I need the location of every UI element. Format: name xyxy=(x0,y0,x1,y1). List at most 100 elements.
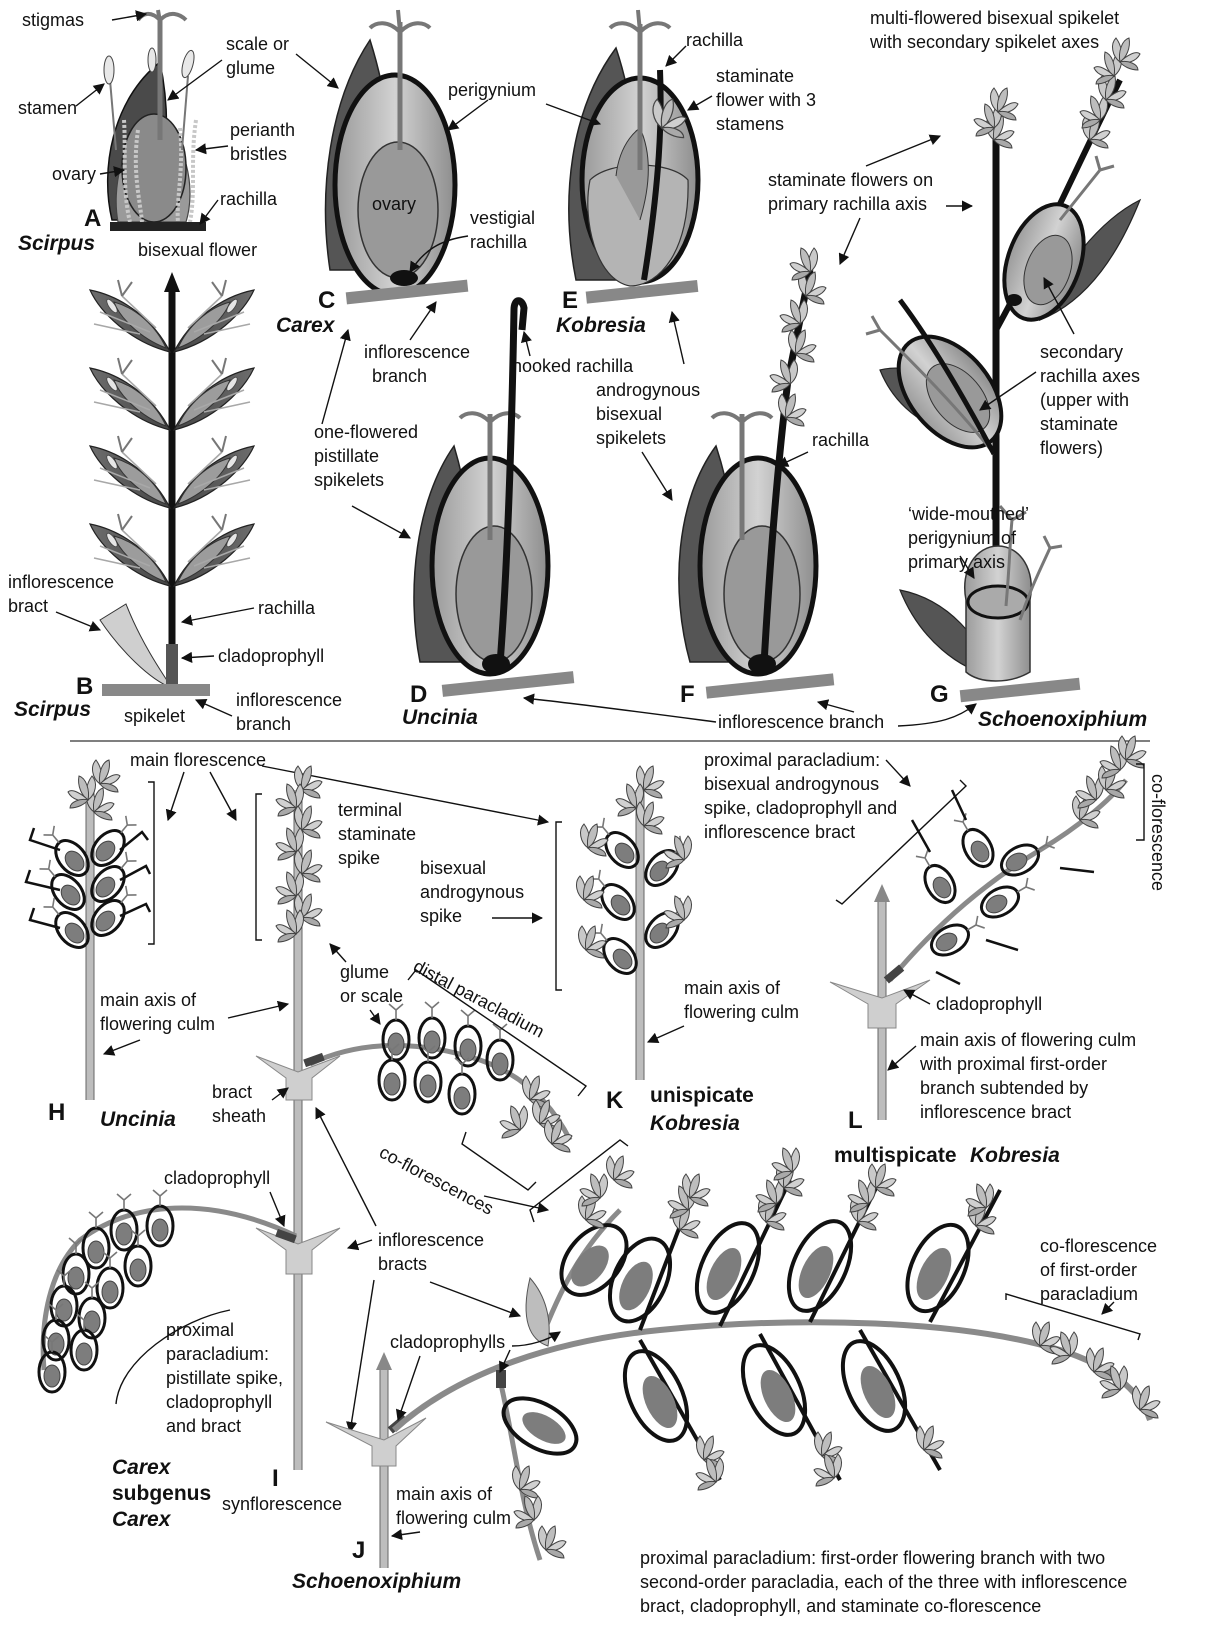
arrow-infl-branch-b xyxy=(196,700,232,716)
label-terminal-2: staminate xyxy=(338,824,416,844)
arrow-infl-bracts-d xyxy=(350,1280,374,1432)
label-perigynium: perigynium xyxy=(448,80,536,100)
label-rachilla-e: rachilla xyxy=(686,30,744,50)
label-one-flowered-1: one-flowered xyxy=(314,422,418,442)
label-secondary-3: (upper with xyxy=(1040,390,1129,410)
label-main-axis-k1: main axis of xyxy=(684,978,781,998)
label-co-florescence-l: co-florescence xyxy=(1148,774,1168,891)
genus-c: Carex xyxy=(276,314,336,337)
label-co-flor-j3: paracladium xyxy=(1040,1284,1138,1304)
label-one-flowered-3: spikelets xyxy=(314,470,384,490)
panel-k-unispicate-kobresia xyxy=(556,766,695,1080)
label-ovary-a: ovary xyxy=(52,164,96,184)
panel-letter-a: A xyxy=(84,205,101,232)
label-wide-3: primary axis xyxy=(908,552,1005,572)
label-main-axis-k2: flowering culm xyxy=(684,1002,799,1022)
label-main-axis-h1: main axis of xyxy=(100,990,197,1010)
arrow-bristles xyxy=(196,146,228,150)
label-staminate-e3: stamens xyxy=(716,114,784,134)
label-proximal-l2: bisexual androgynous xyxy=(704,774,879,794)
label-androgynous-2: bisexual xyxy=(596,404,662,424)
panel-letter-j: J xyxy=(352,1537,365,1564)
label-co-florescences: co-florescences xyxy=(376,1142,497,1219)
arrow-main-axis-j xyxy=(392,1532,420,1536)
j-lower-spikelet-2 xyxy=(730,1334,842,1486)
j-lower-spikelet-1 xyxy=(612,1340,724,1490)
genus-i-2: subgenus xyxy=(112,1482,211,1505)
label-proximal-i3: pistillate spike, xyxy=(166,1368,283,1388)
label-infl-bract-b2: bract xyxy=(8,596,48,616)
arrow-infl-bracts-b xyxy=(316,1108,376,1226)
label-bract-1: bract xyxy=(212,1082,252,1102)
label-cladoprophyll-i: cladoprophyll xyxy=(164,1168,270,1188)
panel-b-scirpus-spikelet xyxy=(90,272,254,696)
label-infl-branch-c1: inflorescence xyxy=(364,342,470,362)
label-main-axis-j2: flowering culm xyxy=(396,1508,511,1528)
label-proximal-i2: paracladium: xyxy=(166,1344,269,1364)
label-scale-or: scale or xyxy=(226,34,289,54)
arrow-cladoprophyll-i xyxy=(270,1192,284,1226)
arrow-androgynous-f xyxy=(642,452,672,500)
genus-a: Scirpus xyxy=(18,232,95,255)
arrow-infl-bract-b xyxy=(56,612,100,630)
arrow-staminate-e xyxy=(688,96,712,110)
label-cladoprophylls: cladoprophylls xyxy=(390,1332,505,1352)
label-proximal-l1: proximal paracladium: xyxy=(704,750,880,770)
arrow-androgynous-e xyxy=(672,312,684,364)
label-spikelet-b: spikelet xyxy=(124,706,185,726)
label-staminate-e2: flower with 3 xyxy=(716,90,816,110)
label-bisexual-flower: bisexual flower xyxy=(138,240,257,260)
label-axis-l3: branch subtended by xyxy=(920,1078,1088,1098)
label-hooked-rachilla: hooked rachilla xyxy=(512,356,634,376)
arrow-main-axis-i xyxy=(228,1004,288,1018)
label-proximal-j3: bract, cladoprophyll, and staminate co-f… xyxy=(640,1596,1041,1616)
j-lower-spikelet-3 xyxy=(830,1330,944,1470)
label-infl-branch-shared: inflorescence branch xyxy=(718,712,884,732)
label-vestigial-1: vestigial xyxy=(470,208,535,228)
label-axis-l2: with proximal first-order xyxy=(919,1054,1107,1074)
label-multispicate: multispicate xyxy=(834,1144,957,1167)
panel-f-androgynous-spikelet xyxy=(679,248,834,699)
label-distal-paracladium: distal paracladium xyxy=(410,956,547,1042)
genus-b: Scirpus xyxy=(14,698,91,721)
panel-letter-i: I xyxy=(272,1465,279,1492)
label-staminate-g1: staminate flowers on xyxy=(768,170,933,190)
panel-letter-g: G xyxy=(930,681,949,708)
label-wide-1: ‘wide-mouthed’ xyxy=(908,504,1029,524)
arrow-proximal-l xyxy=(886,760,910,786)
label-bract-2: sheath xyxy=(212,1106,266,1126)
arrow-main-axis-h xyxy=(104,1040,140,1054)
label-terminal-1: terminal xyxy=(338,800,402,820)
j-upper-spikelet-1 xyxy=(598,1174,710,1331)
panel-c-carex-spikelet xyxy=(326,10,469,304)
label-stamen: stamen xyxy=(18,98,77,118)
arrow-stamen xyxy=(76,84,104,106)
genus-k: Kobresia xyxy=(650,1112,740,1135)
arrow-glume xyxy=(168,60,222,100)
panel-h-uncinia-inflorescence xyxy=(26,760,154,1100)
label-unispicate: unispicate xyxy=(650,1084,754,1107)
label-co-flor-j2: of first-order xyxy=(1040,1260,1137,1280)
label-ovary-c: ovary xyxy=(372,194,416,214)
arrow-main-flor-h xyxy=(168,772,184,820)
panel-letter-d: D xyxy=(410,681,427,708)
panel-a-scirpus-flower xyxy=(104,10,206,231)
label-vestigial-2: rachilla xyxy=(470,232,528,252)
label-bisexual-k2: androgynous xyxy=(420,882,524,902)
label-proximal-i1: proximal xyxy=(166,1320,234,1340)
label-bristles: bristles xyxy=(230,144,287,164)
arrow-hooked-rachilla xyxy=(524,332,530,356)
arrow-staminate-g1 xyxy=(866,136,940,166)
label-proximal-l3: spike, cladoprophyll and xyxy=(704,798,897,818)
arrow-infl-bracts-c xyxy=(430,1282,520,1316)
label-bisexual-k3: spike xyxy=(420,906,462,926)
label-glume: glume xyxy=(226,58,275,78)
label-proximal-j2: second-order paracladia, each of the thr… xyxy=(640,1572,1127,1592)
label-glume-1: glume xyxy=(340,962,389,982)
label-infl-bracts-2: bracts xyxy=(378,1254,427,1274)
arrow-infl-branch-f xyxy=(818,702,854,712)
label-main-florescence: main florescence xyxy=(130,750,266,770)
label-infl-branch-b2: branch xyxy=(236,714,291,734)
label-cladoprophyll-l: cladoprophyll xyxy=(936,994,1042,1014)
